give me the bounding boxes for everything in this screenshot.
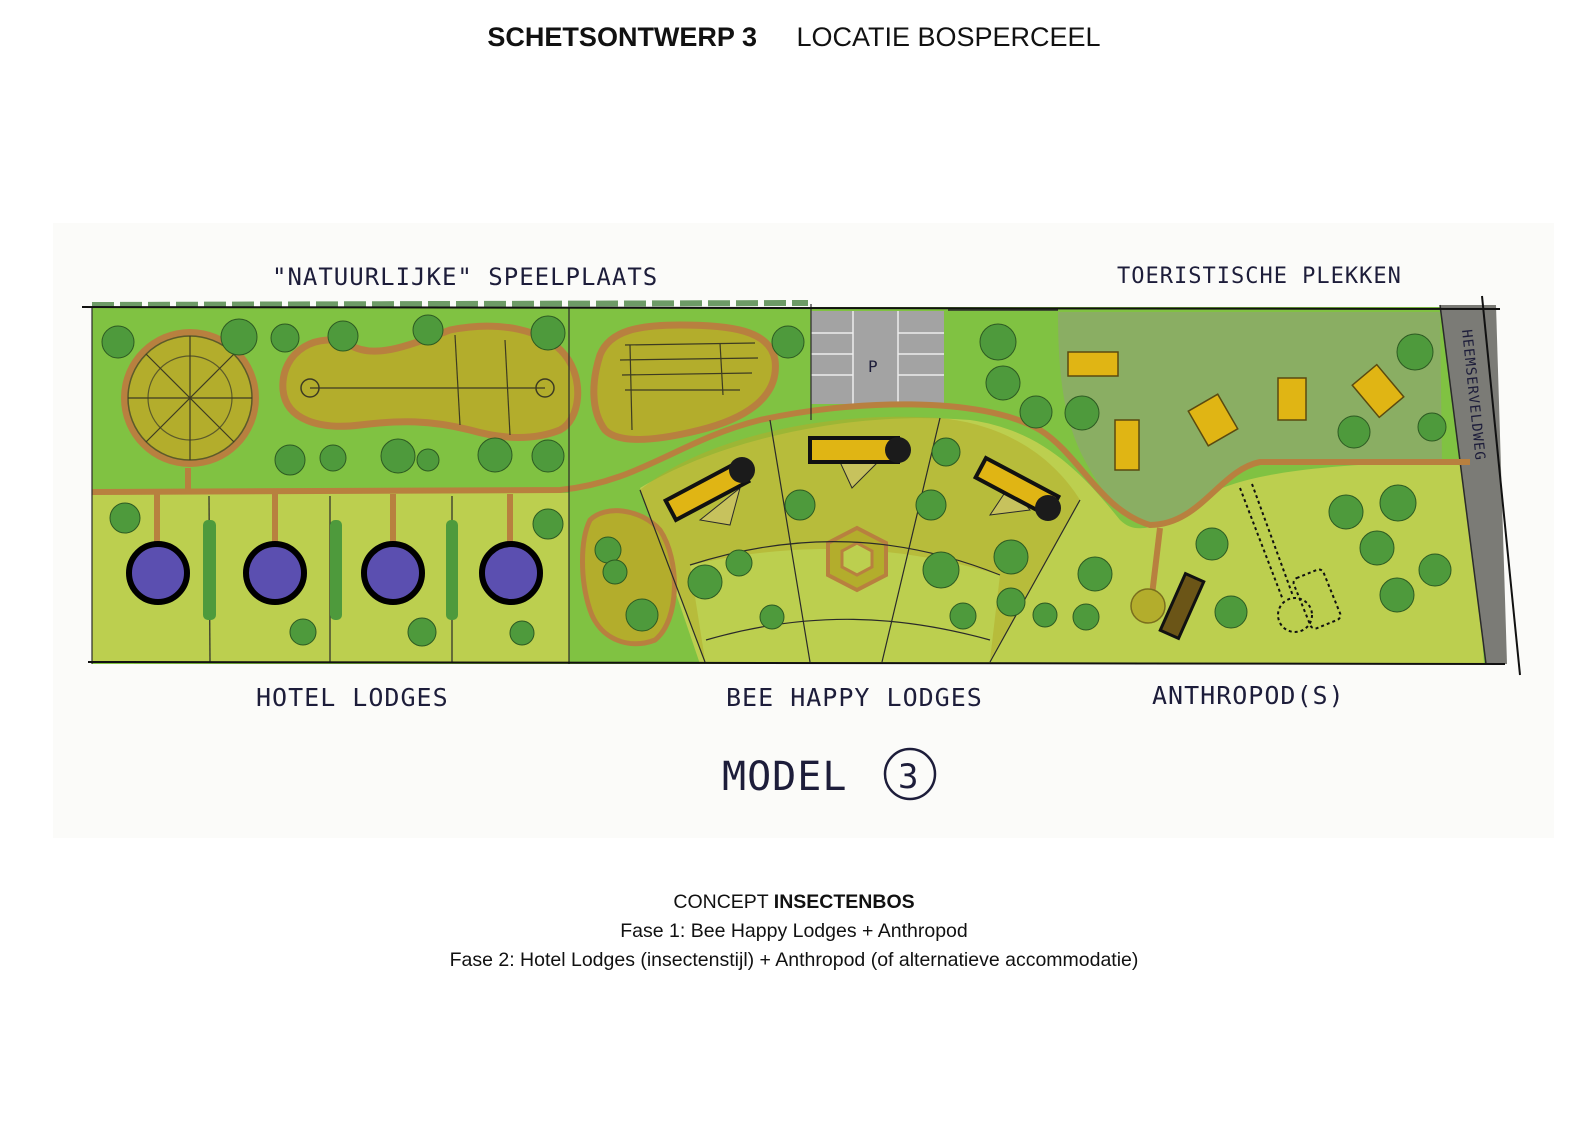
touristic-tents xyxy=(1067,351,1405,471)
phase-1: Fase 1: Bee Happy Lodges + Anthropod xyxy=(620,920,968,942)
phase-2: Fase 2: Hotel Lodges (insectenstijl) + A… xyxy=(449,949,1139,971)
concept-prefix: CONCEPT xyxy=(673,891,769,913)
play-oval xyxy=(590,321,779,443)
main-path xyxy=(91,401,1470,529)
tent xyxy=(1114,419,1140,471)
site-boundary xyxy=(81,295,1521,676)
tent xyxy=(1067,351,1119,377)
label-hotel-lodges: HOTEL LODGES xyxy=(256,683,449,712)
parking-stripes xyxy=(811,311,944,404)
concept-caption: CONCEPT INSECTENBOS Fase 1: Bee Happy Lo… xyxy=(0,888,1588,975)
concept-line: CONCEPT INSECTENBOS xyxy=(0,888,1588,917)
hotel-lodge xyxy=(126,541,190,605)
lodge-path-stubs xyxy=(154,468,1163,596)
hotel-lodges xyxy=(126,541,543,605)
page-title: SCHETSONTWERP 3 LOCATIE BOSPERCEEL xyxy=(0,22,1588,53)
label-touristic: TOERISTISCHE PLEKKEN xyxy=(1117,264,1402,289)
anthropod-outline xyxy=(1239,483,1342,633)
sketch-sheet: P HEEMSERVELDWEG xyxy=(53,223,1554,838)
hexagon-pavilion xyxy=(826,525,888,593)
play-circle xyxy=(121,329,259,467)
label-bee-lodges: BEE HAPPY LODGES xyxy=(726,683,983,712)
model-number-circle xyxy=(883,747,937,801)
title-regular: LOCATIE BOSPERCEEL xyxy=(796,22,1101,52)
hedge xyxy=(91,300,809,308)
trees xyxy=(101,314,1452,647)
title-bold: SCHETSONTWERP 3 xyxy=(487,22,757,52)
bee-lodge xyxy=(972,455,1062,521)
hedge-strips xyxy=(203,520,458,620)
tent xyxy=(1187,393,1239,447)
hotel-lodge xyxy=(243,541,307,605)
parking-label: P xyxy=(868,357,879,376)
anthropod xyxy=(1130,571,1206,641)
road xyxy=(1440,305,1507,664)
hotel-lodge xyxy=(479,541,543,605)
label-anthropod: ANTHROPOD(S) xyxy=(1152,681,1345,710)
touristic-field xyxy=(1058,312,1442,525)
tent xyxy=(1277,377,1307,421)
bee-lodges-lower-zone xyxy=(690,548,1000,660)
tent xyxy=(1351,363,1405,419)
bee-lodge xyxy=(662,457,755,526)
model-label: MODEL 3 xyxy=(722,747,937,801)
concept-name: INSECTENBOS xyxy=(773,891,915,913)
road-edge xyxy=(1439,304,1487,665)
hotel-lodge xyxy=(361,541,425,605)
bee-lodge xyxy=(808,436,911,489)
model-number: 3 xyxy=(898,757,919,797)
play-peanut xyxy=(279,322,582,441)
label-playground: "NATUURLIJKE" SPEELPLAATS xyxy=(272,263,658,291)
model-text: MODEL xyxy=(722,754,847,800)
parking-lot xyxy=(811,311,944,404)
site-plan-sketch: P HEEMSERVELDWEG xyxy=(81,263,1521,801)
